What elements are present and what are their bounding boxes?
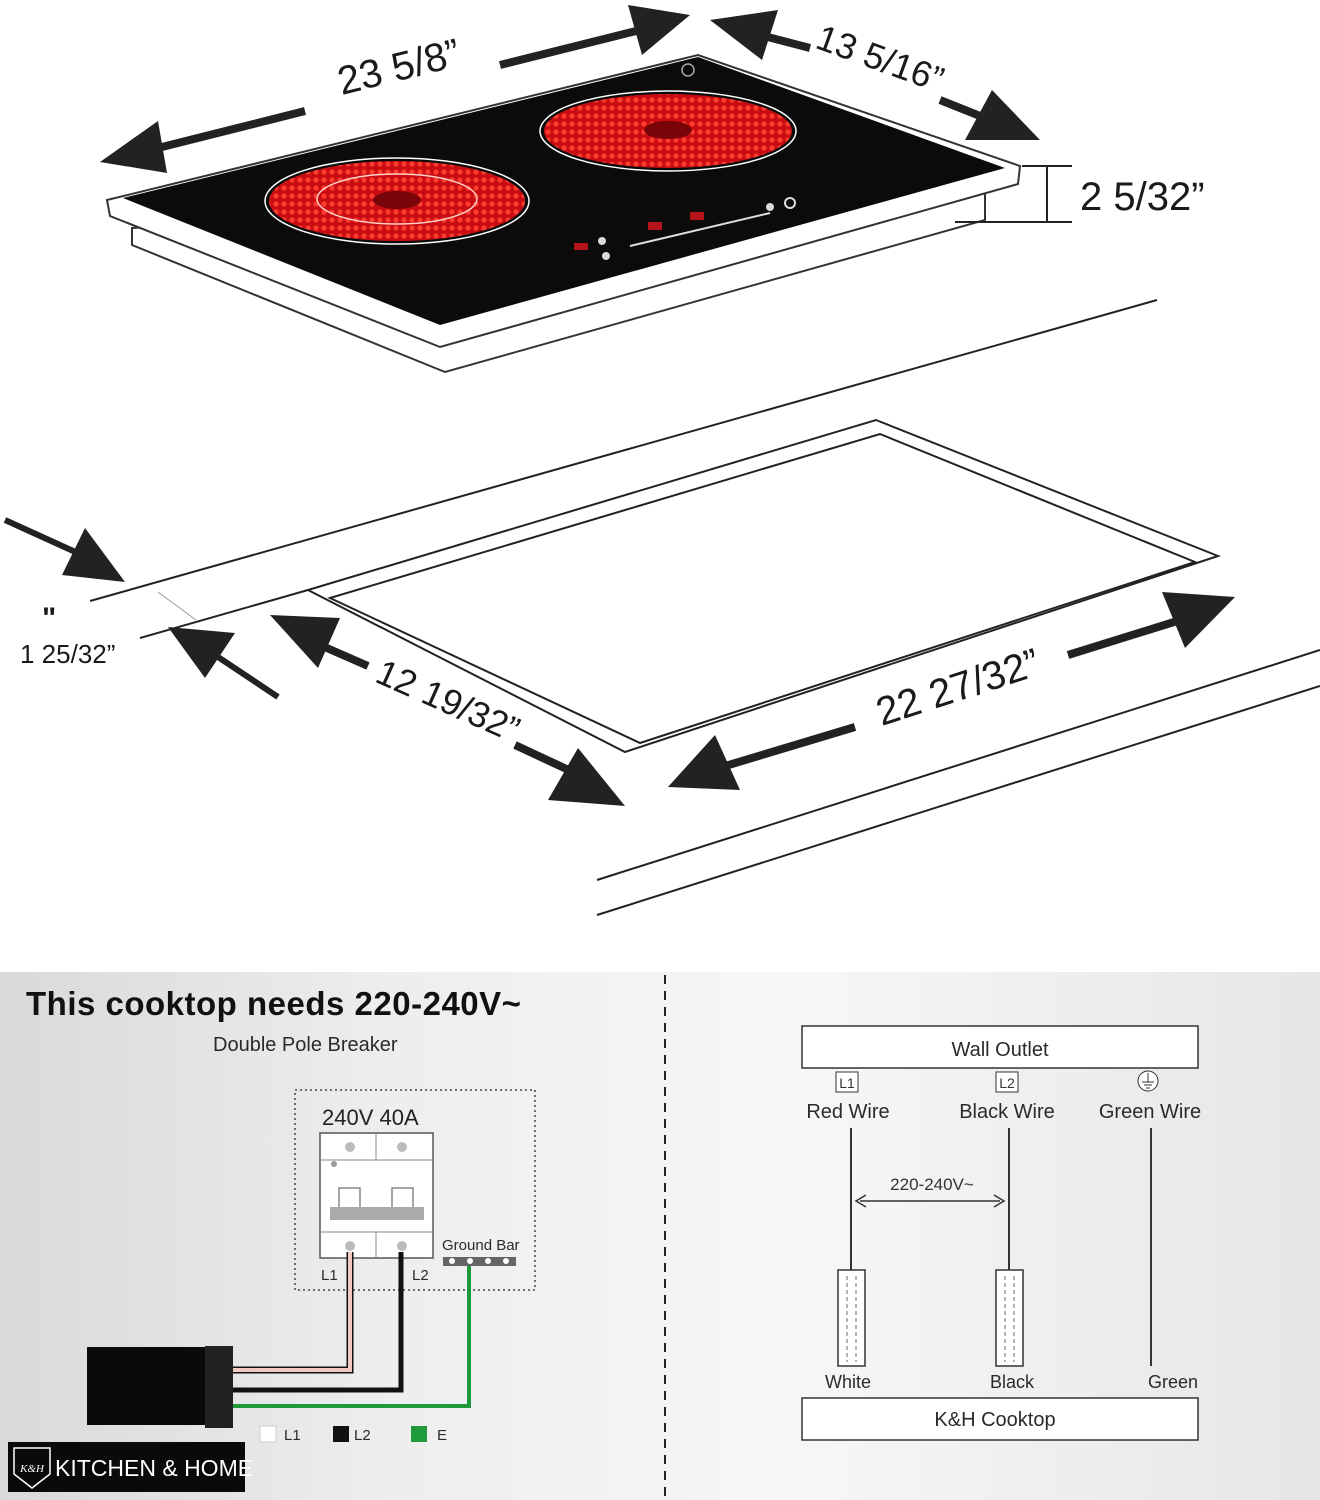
breaker-subheading: Double Pole Breaker: [213, 1034, 398, 1056]
wall-outlet-label: Wall Outlet: [951, 1039, 1049, 1061]
green-lead-label: Green: [1148, 1372, 1198, 1392]
cooktop-label: K&H Cooktop: [934, 1409, 1055, 1431]
ground-icon: [1137, 1070, 1159, 1092]
width-dimension-label: 23 5/8”: [333, 31, 464, 104]
double-pole-breaker: [319, 1132, 434, 1259]
logo-icon: [681, 63, 695, 77]
left-burner-inner-ring: [316, 173, 478, 225]
touch-control-panel: [574, 63, 796, 260]
cutout-outer: [305, 418, 1221, 754]
brand-monogram: K&H: [19, 1463, 45, 1475]
legend-l1: L1: [284, 1427, 301, 1444]
breaker-enclosure: [294, 1089, 536, 1291]
ground-bar: [443, 1257, 516, 1266]
countertop-illustration: [89, 299, 1320, 916]
legend-l2: L2: [354, 1427, 371, 1444]
green-wire-label: Green Wire: [1099, 1101, 1201, 1123]
terminal-l2-box: [995, 1071, 1019, 1093]
outlet-terminal-l2: L2: [999, 1075, 1015, 1091]
white-lead-label: White: [825, 1372, 871, 1392]
voltage-label: 220-240V~: [890, 1175, 974, 1194]
black-lead-label: Black: [990, 1372, 1035, 1392]
cutout-dimension-arrows: [3, 517, 1235, 806]
cutout-width-label: 22 27/32”: [871, 641, 1045, 735]
ground-bar-label: Ground Bar: [442, 1237, 520, 1254]
appliance-connector: [205, 1346, 233, 1428]
outlet-terminal-l1: L1: [839, 1075, 855, 1091]
brand-name: KITCHEN & HOME: [55, 1455, 253, 1481]
black-wire-label: Black Wire: [959, 1101, 1055, 1123]
legend-e: E: [437, 1427, 447, 1444]
terminal-l2-label: L2: [412, 1267, 429, 1284]
depth-dimension-label: 13 5/16”: [811, 16, 949, 100]
cooktop-box: [801, 1397, 1199, 1441]
breaker-wires: [233, 1252, 471, 1408]
height-dimension-label: 2 5/32”: [1080, 175, 1205, 219]
left-burner-center: [373, 191, 421, 209]
voltage-arrow: [854, 1194, 1006, 1208]
top-dimension-arrows: [100, 5, 1072, 223]
terminal-l1-label: L1: [321, 1267, 338, 1284]
right-burner-center: [644, 121, 692, 139]
outlet-wires: [837, 1128, 1152, 1367]
cutout-inner: [327, 432, 1198, 745]
thickness-mark: ": [42, 602, 56, 635]
wire-legend: L1 L2 E: [259, 1425, 447, 1444]
brand-logo: K&H KITCHEN & HOME: [8, 1442, 253, 1492]
terminal-l1-box: [835, 1071, 859, 1093]
voltage-heading: This cooktop needs 220-240V~: [26, 985, 521, 1022]
wall-outlet-box: [801, 1025, 1199, 1069]
cooktop-illustration: [105, 53, 1022, 374]
red-wire-label: Red Wire: [806, 1101, 889, 1123]
breaker-rating: 240V 40A: [322, 1105, 419, 1130]
cutout-depth-label: 12 19/32”: [370, 651, 526, 750]
thickness-dimension-label: 1 25/32”: [20, 639, 115, 669]
shield-icon: [13, 1447, 51, 1489]
appliance-box: [87, 1347, 210, 1425]
